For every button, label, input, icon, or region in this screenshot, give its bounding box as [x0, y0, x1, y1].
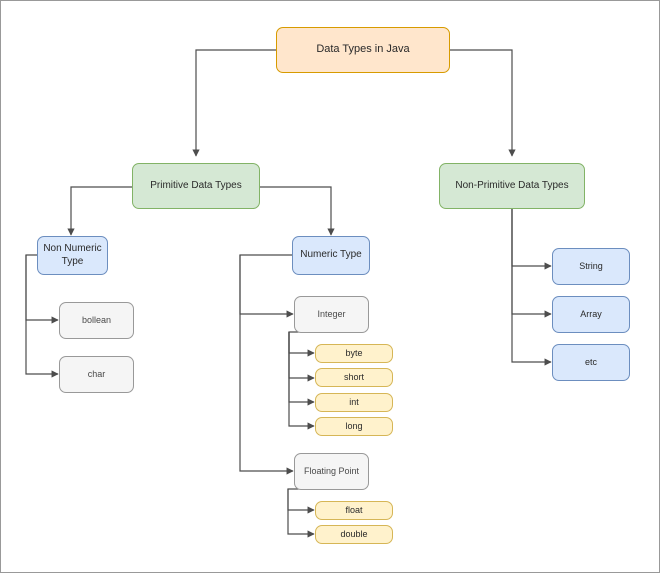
edge-numeric-floatingpoint: [239, 255, 294, 475]
node-int-label: int: [349, 397, 359, 408]
node-byte[interactable]: byte: [315, 344, 393, 363]
node-primitive-data-types[interactable]: Primitive Data Types: [132, 163, 260, 209]
node-root[interactable]: Data Types in Java: [276, 27, 450, 73]
edge-root-nonprimitive: [450, 49, 516, 157]
node-char[interactable]: char: [59, 356, 134, 393]
edge-integer-int: [288, 332, 315, 406]
edge-floatingpoint-double: [287, 489, 315, 538]
edge-primitive-nonnumeric: [67, 186, 132, 236]
node-long-label: long: [345, 421, 363, 432]
node-short[interactable]: short: [315, 368, 393, 387]
edge-primitive-numeric: [260, 186, 335, 236]
node-long[interactable]: long: [315, 417, 393, 436]
node-non-numeric-type-label: Non Numeric Type: [43, 243, 102, 267]
node-float[interactable]: float: [315, 501, 393, 520]
node-int[interactable]: int: [315, 393, 393, 412]
node-non-numeric-type[interactable]: Non Numeric Type: [37, 236, 108, 275]
node-float-label: float: [345, 505, 363, 516]
node-char-label: char: [87, 369, 106, 380]
node-double[interactable]: double: [315, 525, 393, 544]
node-array[interactable]: Array: [552, 296, 630, 333]
node-array-label: Array: [580, 309, 602, 320]
edge-integer-short: [288, 332, 315, 382]
node-root-label: Data Types in Java: [316, 43, 410, 56]
node-primitive-data-types-label: Primitive Data Types: [150, 179, 242, 191]
edge-numeric-integer: [239, 254, 295, 318]
node-integer[interactable]: Integer: [294, 296, 369, 333]
node-floating-point-label: Floating Point: [303, 466, 360, 477]
edge-nonprimitive-string: [511, 209, 552, 270]
edge-root-primitive: [192, 49, 276, 157]
node-string[interactable]: String: [552, 248, 630, 285]
node-bollean[interactable]: bollean: [59, 302, 134, 339]
node-non-primitive-data-types[interactable]: Non-Primitive Data Types: [439, 163, 585, 209]
edge-integer-long: [288, 332, 315, 430]
node-byte-label: byte: [345, 348, 363, 359]
node-numeric-type-label: Numeric Type: [300, 249, 362, 261]
node-etc-label: etc: [584, 357, 597, 368]
node-non-primitive-data-types-label: Non-Primitive Data Types: [455, 179, 569, 191]
edge-nonprimitive-etc: [511, 209, 552, 366]
node-double-label: double: [340, 529, 368, 540]
node-string-label: String: [579, 261, 603, 272]
edge-integer-byte: [288, 331, 315, 357]
node-integer-label: Integer: [317, 309, 346, 320]
node-short-label: short: [343, 372, 364, 383]
node-numeric-type[interactable]: Numeric Type: [292, 236, 370, 275]
edge-floatingpoint-float: [287, 488, 315, 514]
node-etc[interactable]: etc: [552, 344, 630, 381]
node-floating-point[interactable]: Floating Point: [294, 453, 369, 490]
edge-nonprimitive-array: [511, 209, 552, 318]
node-bollean-label: bollean: [81, 315, 112, 326]
